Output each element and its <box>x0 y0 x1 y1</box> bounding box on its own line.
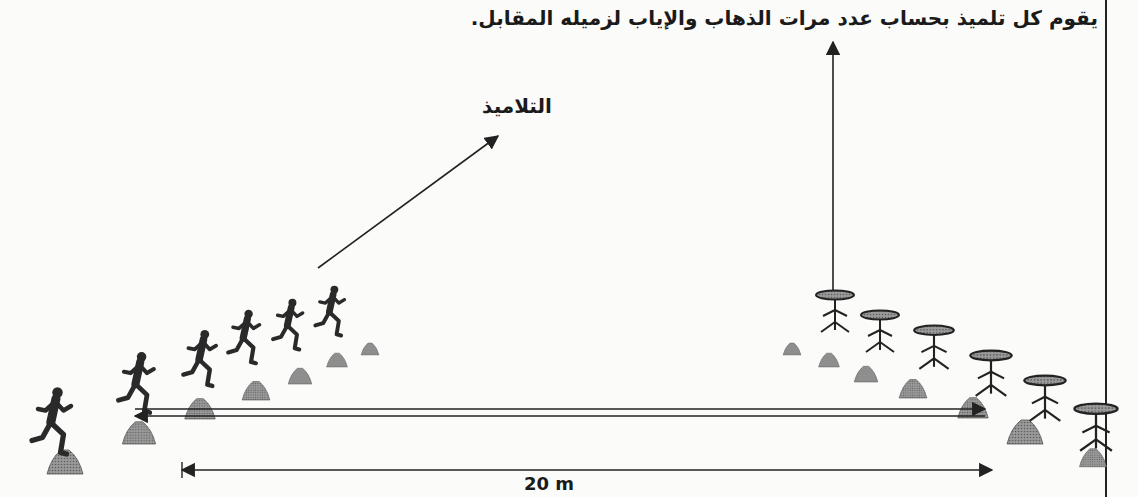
instruction-note: يقوم كل تلميذ بحساب عدد مرات الذهاب والإ… <box>471 6 1098 30</box>
students-label: التلاميذ <box>482 94 552 118</box>
distance-dimension: 20 m <box>520 473 578 494</box>
